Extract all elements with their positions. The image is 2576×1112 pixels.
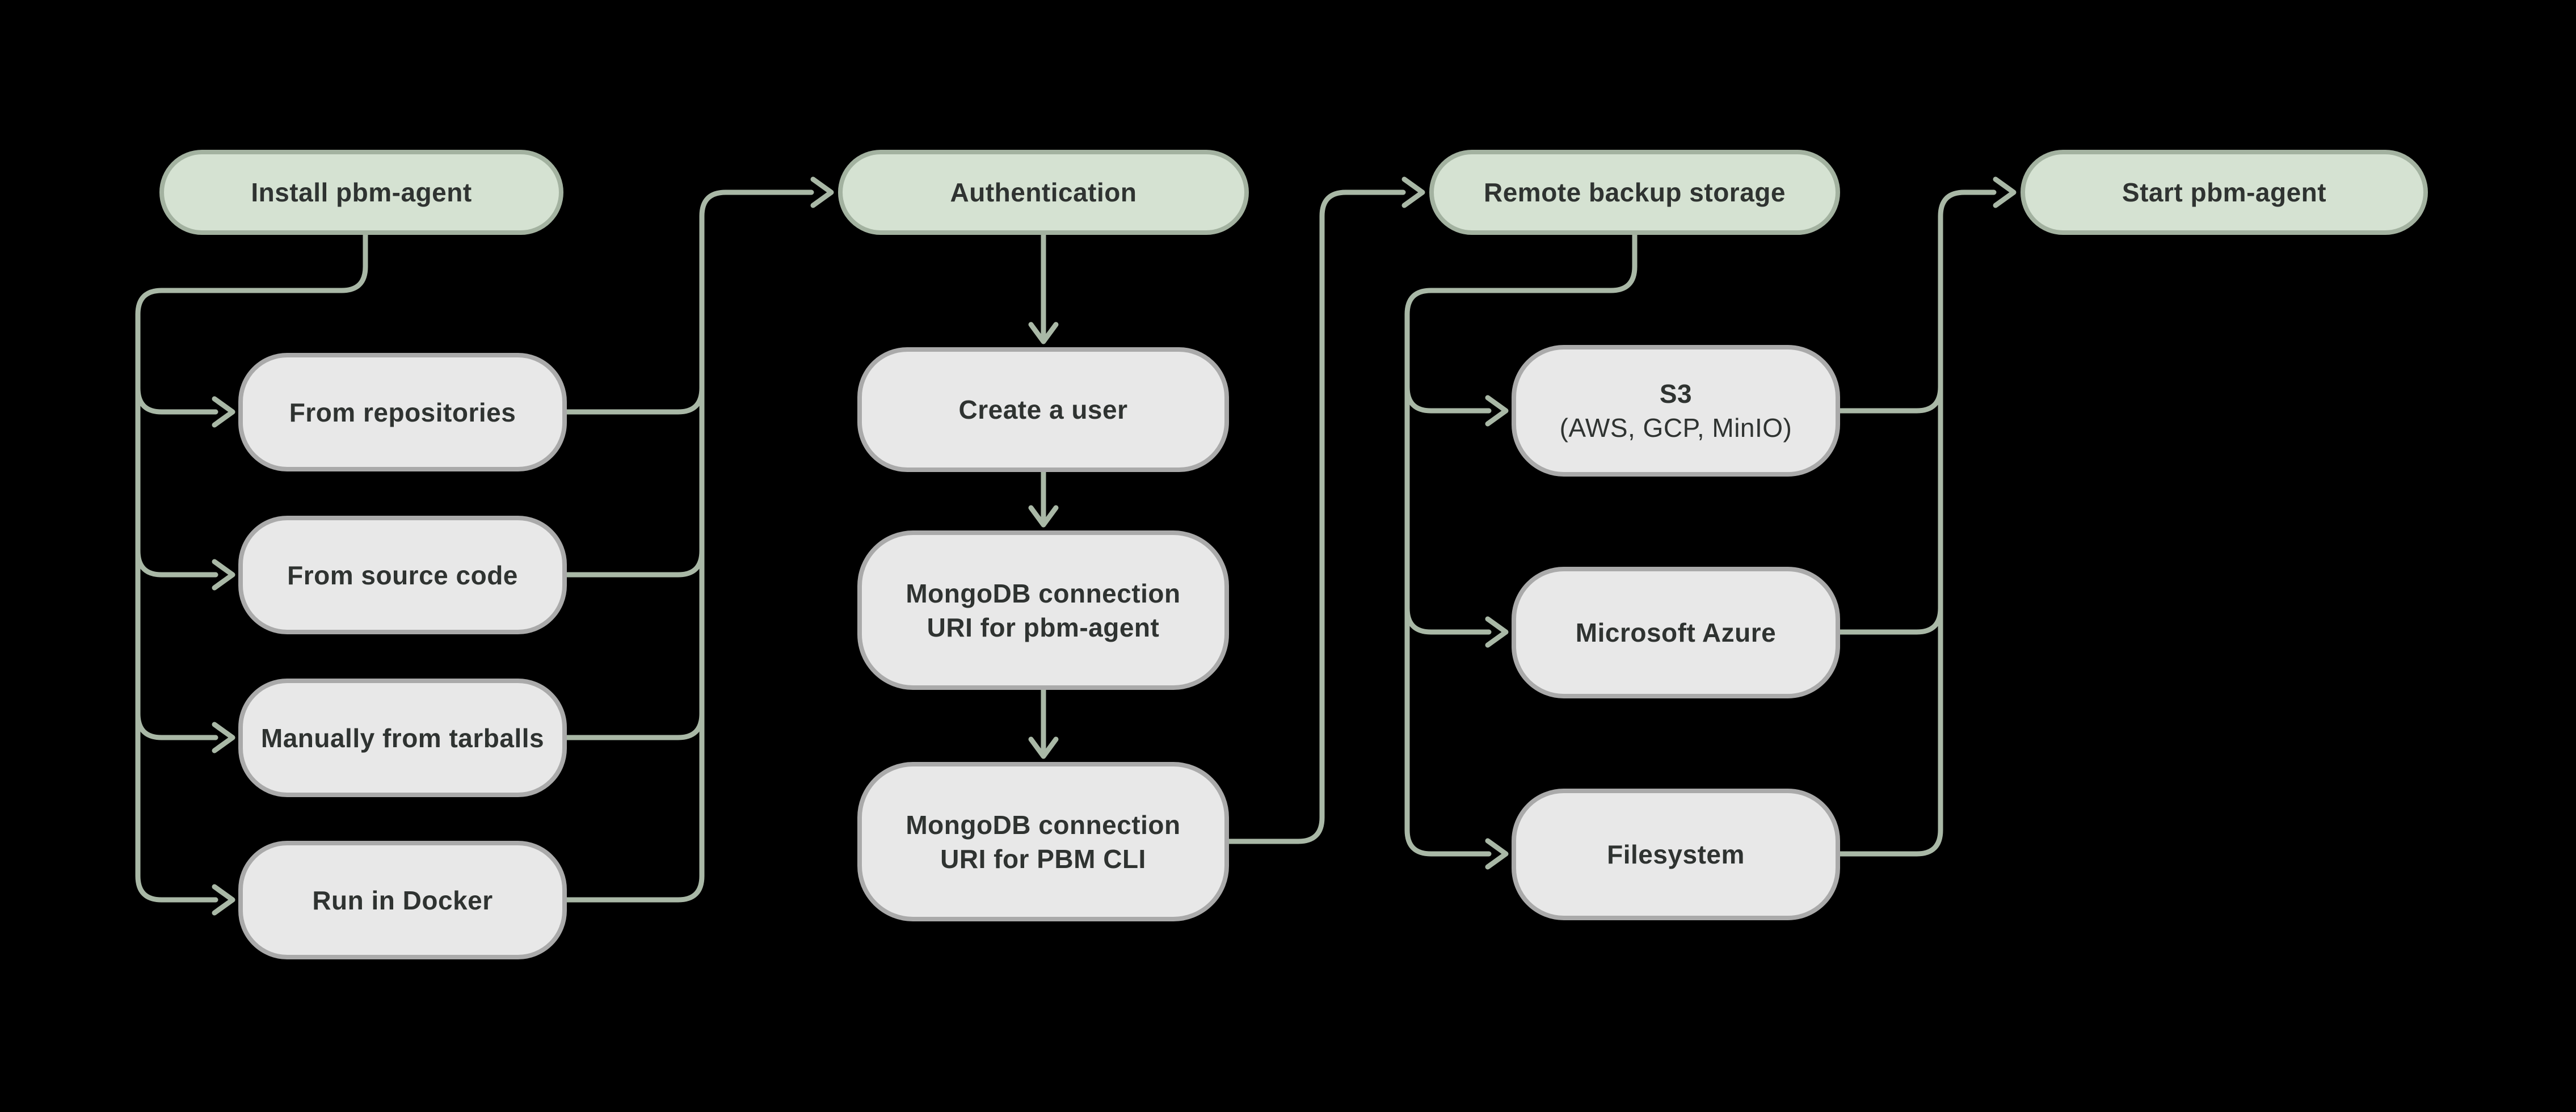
node-manually-from-tarballs-label: Manually from tarballs — [260, 723, 545, 753]
node-create-a-user: Create a user — [857, 347, 1229, 472]
edge-cli-to-remote-storage — [1226, 176, 1425, 844]
node-from-source-code: From source code — [238, 516, 567, 634]
node-uri-for-pbm-agent: MongoDB connection URI for pbm-agent — [857, 530, 1229, 690]
node-install-pbm-agent-label: Install pbm-agent — [251, 178, 472, 207]
node-microsoft-azure-label: Microsoft Azure — [1575, 618, 1777, 647]
edge-options-to-authentication — [564, 176, 834, 903]
node-manually-from-tarballs: Manually from tarballs — [238, 679, 567, 797]
node-filesystem-label: Filesystem — [1607, 840, 1745, 869]
node-run-in-docker: Run in Docker — [238, 841, 567, 959]
node-run-in-docker-label: Run in Docker — [312, 885, 493, 915]
node-uri-for-pbm-agent-line1: MongoDB connection — [906, 578, 1181, 608]
node-remote-backup-storage: Remote backup storage — [1429, 150, 1840, 235]
arrow-into-uri-pbm-agent — [1028, 505, 1059, 528]
arrow-into-remote-backup-storage — [1401, 176, 1425, 208]
node-from-source-code-label: From source code — [287, 560, 518, 590]
arrow-into-filesystem — [1485, 838, 1509, 870]
node-install-pbm-agent: Install pbm-agent — [159, 150, 563, 235]
edge-authentication-chain — [1028, 232, 1059, 759]
node-s3-line2: (AWS, GCP, MinIO) — [1559, 413, 1792, 443]
node-remote-backup-storage-label: Remote backup storage — [1484, 178, 1786, 207]
node-from-repositories: From repositories — [238, 353, 567, 471]
arrow-into-azure — [1485, 616, 1509, 648]
node-start-pbm-agent-label: Start pbm-agent — [2122, 178, 2327, 207]
node-uri-for-pbm-cli: MongoDB connection URI for PBM CLI — [857, 762, 1229, 921]
arrow-into-create-a-user — [1028, 322, 1059, 344]
node-start-pbm-agent: Start pbm-agent — [2021, 150, 2428, 235]
edge-remote-to-storage-options — [1404, 232, 1638, 870]
node-microsoft-azure: Microsoft Azure — [1512, 567, 1840, 698]
node-uri-for-pbm-cli-line1: MongoDB connection — [906, 810, 1181, 840]
arrow-into-authentication — [810, 176, 834, 208]
node-filesystem: Filesystem — [1512, 789, 1840, 920]
node-create-a-user-label: Create a user — [958, 395, 1128, 424]
arrow-into-from-source-code — [212, 559, 235, 591]
arrow-into-uri-pbm-cli — [1028, 736, 1059, 759]
node-s3-line1: S3 — [1659, 379, 1693, 408]
arrow-into-run-in-docker — [212, 884, 235, 916]
node-uri-for-pbm-agent-line2: URI for pbm-agent — [927, 612, 1160, 642]
arrow-into-from-repositories — [212, 396, 235, 428]
node-authentication-label: Authentication — [950, 178, 1137, 207]
node-authentication: Authentication — [838, 150, 1249, 235]
node-from-repositories-label: From repositories — [289, 397, 516, 427]
edge-install-to-options — [135, 232, 368, 916]
arrow-into-start-pbm-agent — [1993, 176, 2017, 208]
edge-storage-to-start — [1837, 176, 2017, 857]
arrow-into-s3 — [1485, 395, 1509, 427]
node-uri-for-pbm-cli-line2: URI for PBM CLI — [940, 844, 1146, 874]
arrow-into-manually-from-tarballs — [212, 722, 235, 753]
node-s3: S3 (AWS, GCP, MinIO) — [1512, 345, 1840, 477]
